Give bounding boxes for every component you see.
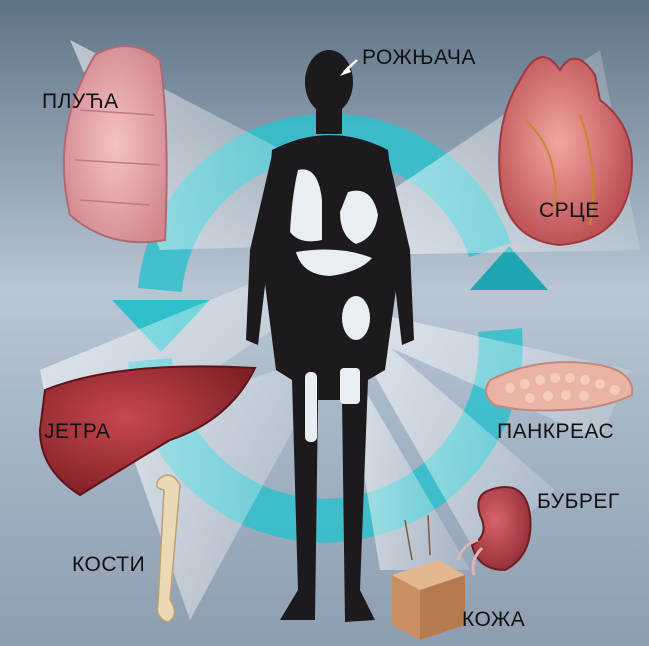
label-liver: ЈЕТРА	[44, 420, 110, 444]
label-bones: КОСТИ	[72, 553, 145, 577]
label-heart: СРЦЕ	[539, 199, 600, 223]
bone-in-body	[305, 372, 317, 442]
label-cornea: РОЖЊАЧА	[362, 46, 476, 70]
label-pancreas: ПАНКРЕАС	[497, 420, 614, 444]
label-kidney: БУБРЕГ	[537, 490, 620, 514]
label-lungs: ПЛУЋА	[42, 90, 119, 114]
label-skin: КОЖА	[462, 608, 525, 632]
